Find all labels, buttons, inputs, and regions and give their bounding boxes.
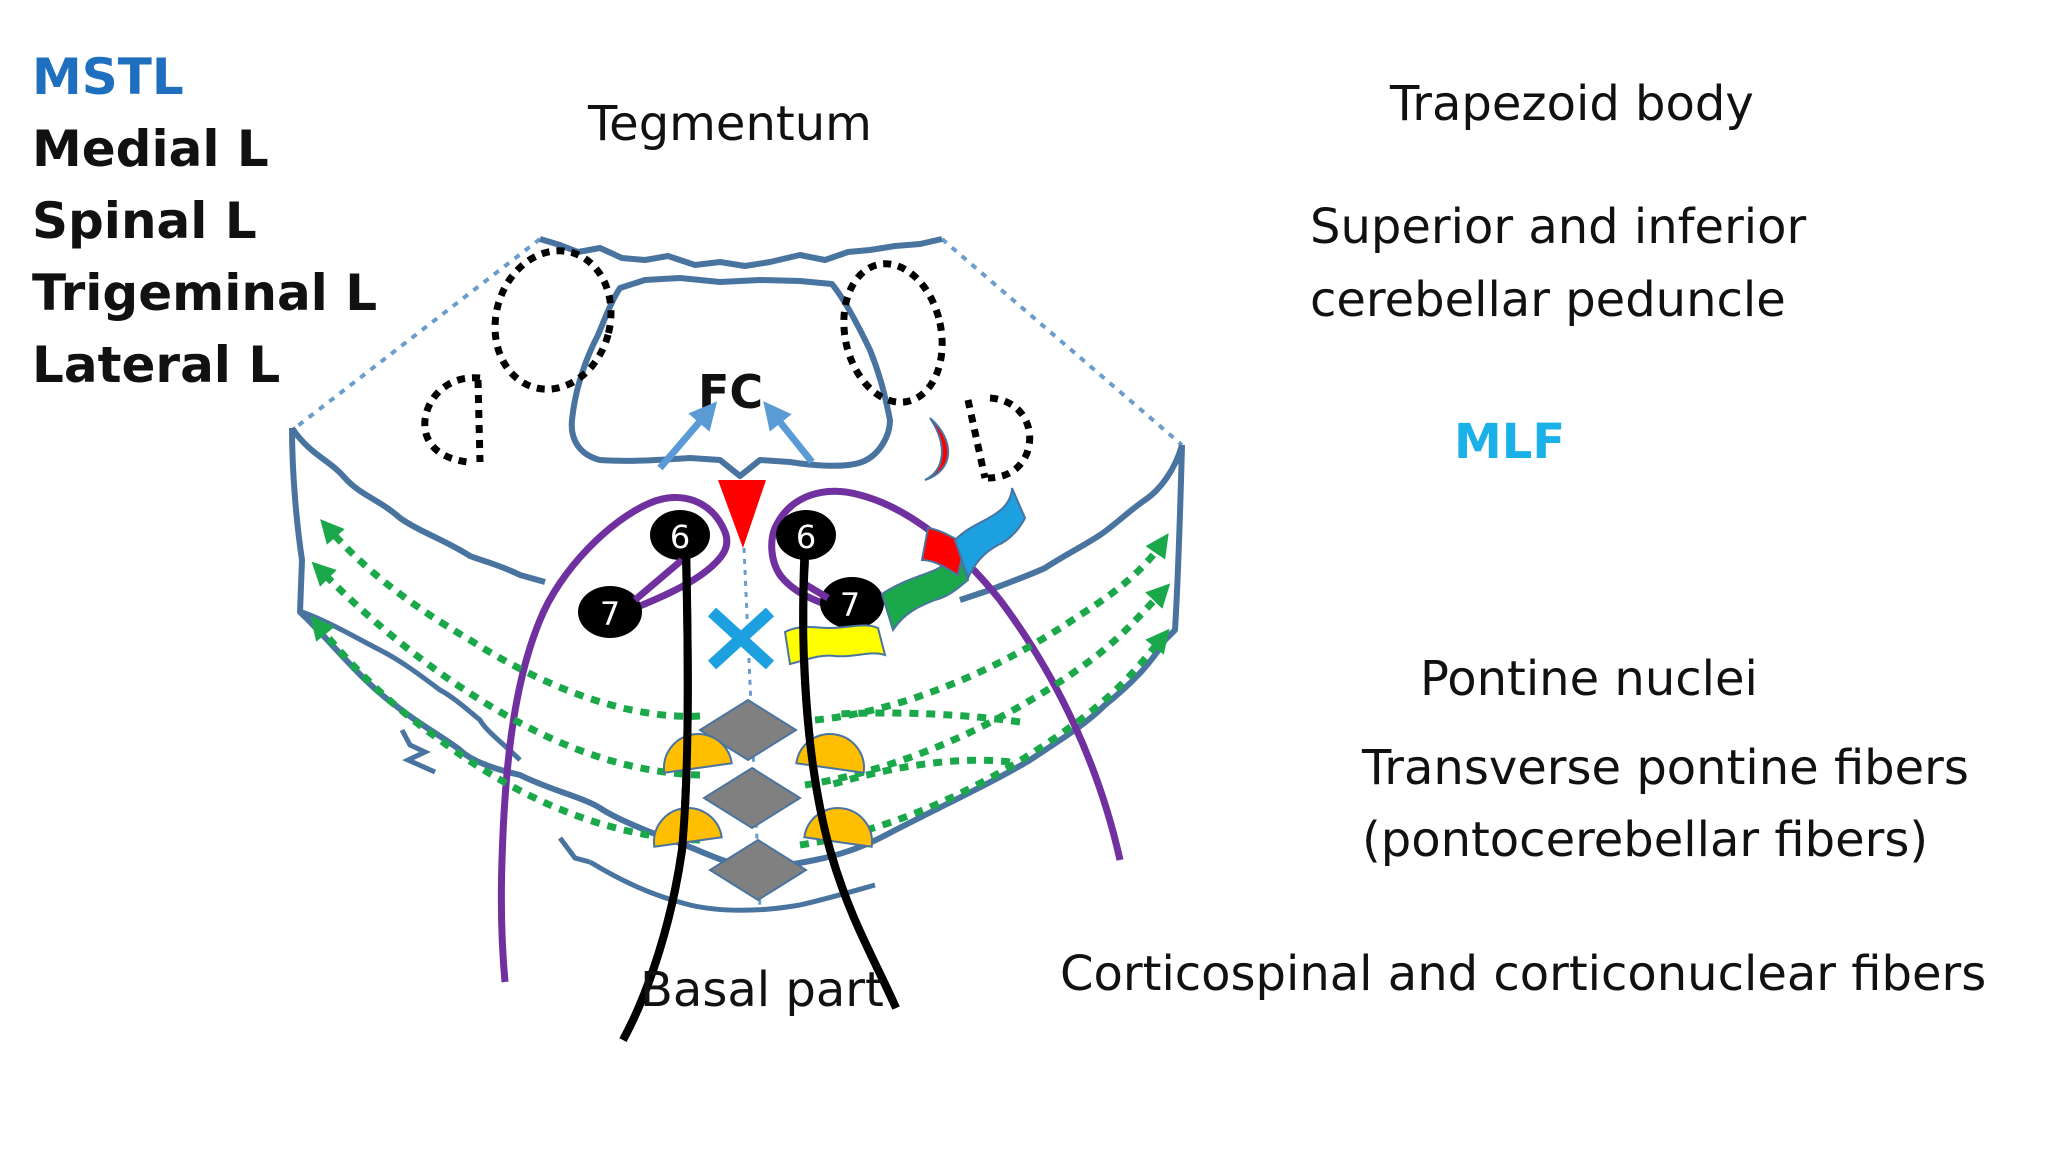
red-crescent bbox=[924, 417, 950, 481]
fc-arrow-right bbox=[763, 401, 815, 465]
trapezoid-small-left bbox=[421, 374, 481, 466]
basal-notch-right bbox=[558, 836, 591, 865]
right-dotted-guide bbox=[940, 237, 1184, 447]
abducens-nucleus-right-label: 6 bbox=[796, 518, 816, 556]
label-pontine-nuclei: Pontine nuclei bbox=[1420, 651, 1758, 707]
facial-nucleus-right-label: 7 bbox=[840, 586, 860, 624]
label-peduncle-line2: cerebellar peduncle bbox=[1310, 272, 1786, 328]
pontine-nucleus-right-2 bbox=[803, 807, 873, 848]
label-transverse-line1: Transverse pontine fibers bbox=[1362, 740, 1969, 796]
red-triangle bbox=[718, 480, 766, 548]
label-mlf: MLF bbox=[1454, 414, 1566, 470]
cerebellar-peduncle-right bbox=[840, 260, 946, 406]
pontocerebellar-arc-6 bbox=[799, 628, 1170, 849]
pontocerebellar-arc-4 bbox=[814, 533, 1169, 724]
pontocerebellar-arc-5 bbox=[804, 583, 1171, 789]
label-corticospinal: Corticospinal and corticonuclear fibers bbox=[1060, 946, 1987, 1002]
basal-inner-edge bbox=[301, 609, 522, 762]
pontine-nucleus-left-1 bbox=[663, 733, 733, 774]
tegmentum-label: Tegmentum bbox=[588, 96, 872, 152]
pontine-nucleus-diamond-2 bbox=[702, 766, 802, 830]
pontine-nucleus-diamond-3 bbox=[708, 838, 808, 902]
legend-item-spinal-l: Spinal L bbox=[32, 192, 257, 250]
left-dotted-guide bbox=[293, 237, 542, 430]
fc-arrow-left bbox=[657, 401, 718, 471]
fc-label: FC bbox=[698, 365, 763, 419]
pons-outline bbox=[289, 236, 1185, 603]
legend-item-mstl: MSTL bbox=[32, 48, 184, 106]
purple-fiber-right bbox=[768, 487, 1124, 861]
abducens-nucleus-left-label: 6 bbox=[670, 518, 690, 556]
corticospinal-left-front bbox=[619, 559, 692, 1042]
legend-item-trigeminal-l: Trigeminal L bbox=[32, 264, 378, 322]
dotted-arc-left bbox=[474, 379, 484, 463]
facial-nucleus-right bbox=[820, 577, 884, 629]
label-trapezoid-body: Trapezoid body bbox=[1390, 76, 1754, 132]
cyan-ribbon bbox=[953, 487, 1027, 581]
basal-lower-edge bbox=[588, 859, 876, 913]
dotted-arc-right bbox=[964, 399, 989, 479]
trapezoid-small-right bbox=[987, 394, 1034, 482]
abducens-nucleus-left bbox=[650, 510, 710, 560]
pontocerebellar-arc-2 bbox=[320, 570, 1011, 789]
facial-nucleus-left-label: 7 bbox=[600, 595, 620, 633]
legend-item-medial-l: Medial L bbox=[32, 120, 269, 178]
abducens-nucleus-right bbox=[776, 510, 836, 560]
legend-item-lateral-l: Lateral L bbox=[32, 336, 281, 394]
yellow-ribbon bbox=[783, 624, 887, 666]
label-transverse-line2: (pontocerebellar fibers) bbox=[1362, 812, 1929, 868]
pontocerebellar-arc-1 bbox=[328, 528, 1021, 726]
purple-stub-left bbox=[632, 557, 685, 603]
basal-part-label: Basal part bbox=[640, 962, 884, 1018]
cyan-x-line2 bbox=[707, 607, 775, 670]
pontocerebellar-arc-3 bbox=[310, 615, 701, 844]
facial-nucleus-left bbox=[578, 586, 642, 638]
label-peduncle-line1: Superior and inferior bbox=[1310, 199, 1807, 255]
purple-fiber-left bbox=[497, 493, 731, 983]
basal-notch-left bbox=[399, 728, 437, 775]
cerebellar-peduncle-left bbox=[491, 247, 615, 393]
corticospinal-right-front bbox=[799, 559, 900, 1010]
